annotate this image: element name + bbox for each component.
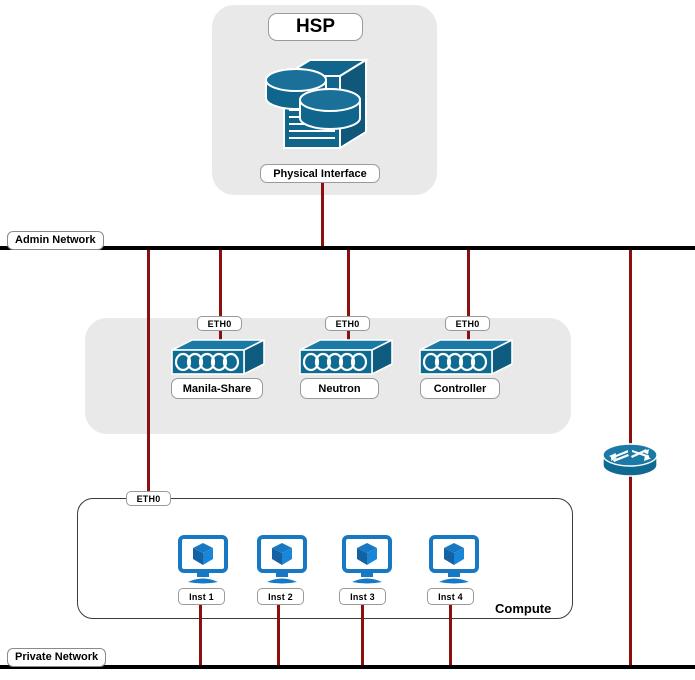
inst-3-instance-monitor-icon <box>341 534 393 586</box>
admin-network-bus <box>0 246 695 250</box>
link-admin-to-neutron <box>347 248 350 343</box>
inst-3-label-pill: Inst 3 <box>339 588 386 605</box>
controller-server-switch-icon <box>418 338 514 378</box>
manila-share-eth-pill: ETH0 <box>197 316 242 331</box>
link-admin-to-compute <box>147 248 150 500</box>
compute-label: Compute <box>495 601 552 616</box>
link-inst-3-to-private <box>361 604 364 668</box>
manila-share-server-switch-icon <box>170 338 266 378</box>
compute-eth-pill: ETH0 <box>126 491 171 506</box>
link-admin-to-manila-share <box>219 248 222 343</box>
manila-share-label-pill: Manila-Share <box>171 378 263 399</box>
link-inst-2-to-private <box>277 604 280 668</box>
services-zone-panel <box>85 318 571 434</box>
router-icon <box>601 441 659 481</box>
neutron-label-pill: Neutron <box>300 378 379 399</box>
link-inst-1-to-private <box>199 604 202 668</box>
link-admin-to-controller <box>467 248 470 343</box>
inst-1-instance-monitor-icon <box>177 534 229 586</box>
inst-4-instance-monitor-icon <box>428 534 480 586</box>
private-network-bus <box>0 665 695 669</box>
controller-label-pill: Controller <box>420 378 500 399</box>
inst-2-label-pill: Inst 2 <box>257 588 304 605</box>
storage-array-icon <box>262 48 372 156</box>
hsp-title-pill: HSP <box>268 13 363 41</box>
inst-2-instance-monitor-icon <box>256 534 308 586</box>
compute-container <box>77 498 573 619</box>
neutron-server-switch-icon <box>298 338 394 378</box>
physical-interface-pill: Physical Interface <box>260 164 380 183</box>
link-inst-4-to-private <box>449 604 452 668</box>
controller-eth-pill: ETH0 <box>445 316 490 331</box>
inst-1-label-pill: Inst 1 <box>178 588 225 605</box>
inst-4-label-pill: Inst 4 <box>427 588 474 605</box>
private-network-label: Private Network <box>7 648 107 667</box>
neutron-eth-pill: ETH0 <box>325 316 370 331</box>
admin-network-label: Admin Network <box>7 231 104 250</box>
link-hsp-to-admin <box>321 183 324 249</box>
